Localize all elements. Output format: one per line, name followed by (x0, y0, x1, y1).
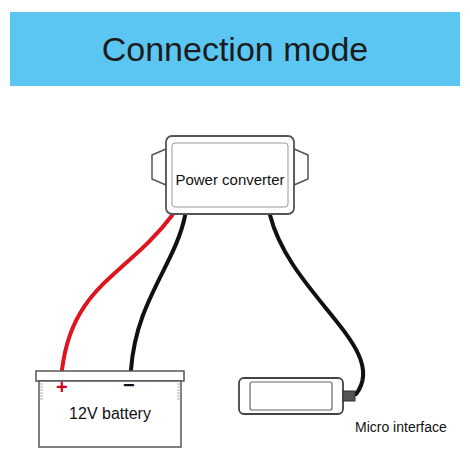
terminal-sign: − (123, 374, 135, 397)
node-label: 12V battery (69, 405, 151, 423)
cable (270, 215, 363, 394)
phone-outline (238, 377, 356, 415)
terminal-sign: + (56, 376, 68, 399)
cable (62, 215, 172, 370)
cable (131, 215, 185, 370)
node-label: Power converter (175, 171, 284, 188)
diagram-title: Connection mode (102, 30, 369, 69)
battery: + − 12V battery (35, 370, 185, 448)
node-label: Micro interface (355, 419, 447, 435)
power-converter: Power converter (150, 135, 310, 215)
phone: Micro interface (238, 377, 356, 415)
